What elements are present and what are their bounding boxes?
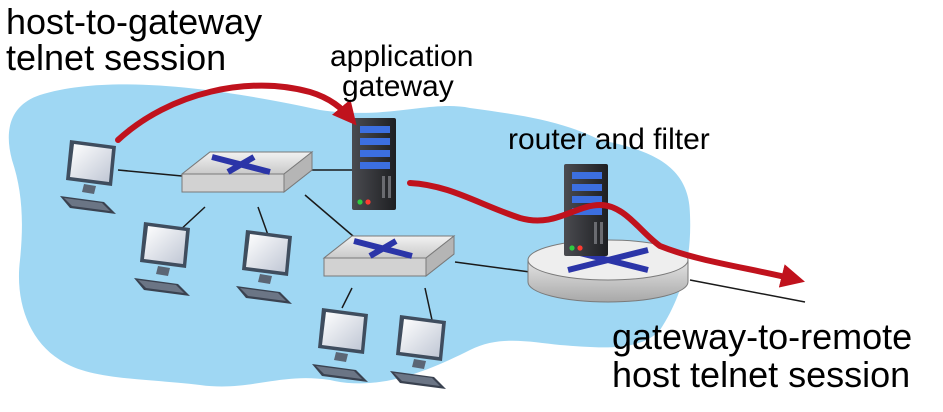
switch-2-arrows-icon: [353, 238, 413, 259]
link-router-external: [689, 279, 806, 303]
link-switch1-pc3: [257, 206, 269, 236]
link-switch2-pc5: [424, 287, 433, 321]
host-to-gateway-label-line2: telnet session: [6, 37, 227, 78]
host-to-gateway-label-line1: host-to-gateway: [6, 1, 263, 42]
gateway-to-remote-label-line1: gateway-to-remote: [612, 316, 913, 357]
switch-2: [323, 235, 455, 277]
link-pc1-switch1: [117, 169, 183, 177]
network-cloud: [8, 84, 691, 387]
link-switch2-router: [454, 261, 531, 273]
switch-1-arrows-icon: [211, 154, 271, 175]
host-to-gateway-session-arrow: [115, 82, 357, 143]
application-gateway-label-line2: gateway: [342, 70, 454, 103]
gateway-to-remote-label-line2: host telnet session: [612, 354, 911, 395]
switch-1: [181, 151, 313, 193]
link-switch1-switch2: [304, 194, 361, 243]
application-gateway-server: [352, 118, 396, 210]
link-switch2-pc4: [341, 287, 353, 309]
application-gateway-label-line1: application: [330, 40, 474, 73]
router-and-filter-label: router and filter: [508, 123, 710, 156]
gateway-to-remote-session-arrow: [407, 180, 805, 288]
